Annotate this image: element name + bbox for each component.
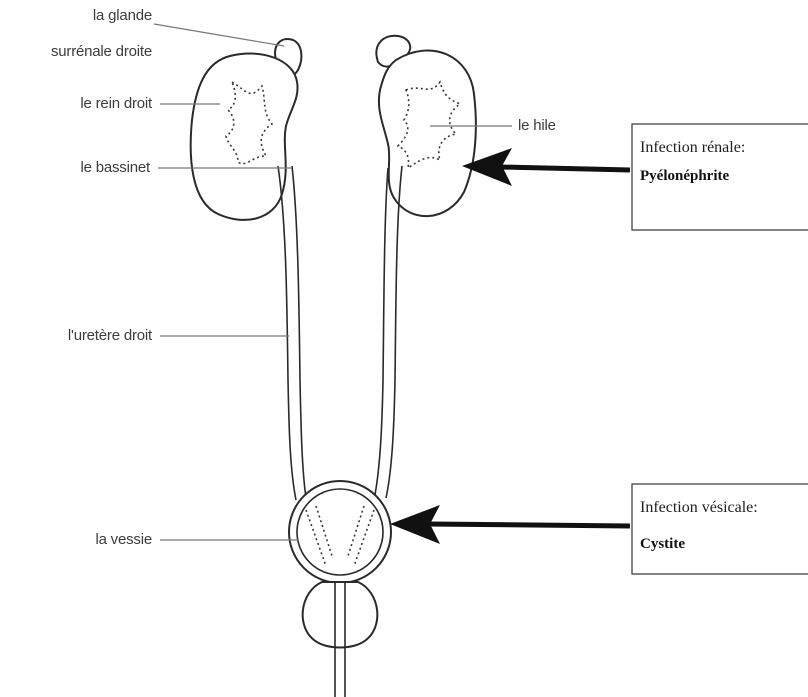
label-bassinet: le bassinet <box>80 159 151 176</box>
arrow-to-kidney <box>462 148 630 186</box>
label-glande-line1: la glande <box>93 7 152 24</box>
label-uretere: l'uretère droit <box>68 327 153 344</box>
callout-bladder-infection: Infection vésicale: Cystite <box>632 484 808 574</box>
left-ureter <box>374 166 402 500</box>
callout-bladder-name: Cystite <box>640 536 685 552</box>
label-hile: le hile <box>518 117 556 134</box>
arrow-to-bladder <box>390 505 630 544</box>
prostate <box>303 582 378 648</box>
label-vessie: la vessie <box>95 531 152 548</box>
leader-glande <box>154 24 284 46</box>
bladder <box>289 481 391 583</box>
label-rein-droit: le rein droit <box>80 95 153 112</box>
callout-renal-infection: Infection rénale: Pyélonéphrite <box>632 124 808 230</box>
left-kidney <box>379 50 476 216</box>
callout-renal-name: Pyélonéphrite <box>640 168 729 184</box>
callout-renal-title: Infection rénale: <box>640 139 745 156</box>
right-ureter <box>278 166 306 500</box>
label-glande-line2: surrénale droite <box>51 43 152 60</box>
callout-bladder-title: Infection vésicale: <box>640 499 758 516</box>
